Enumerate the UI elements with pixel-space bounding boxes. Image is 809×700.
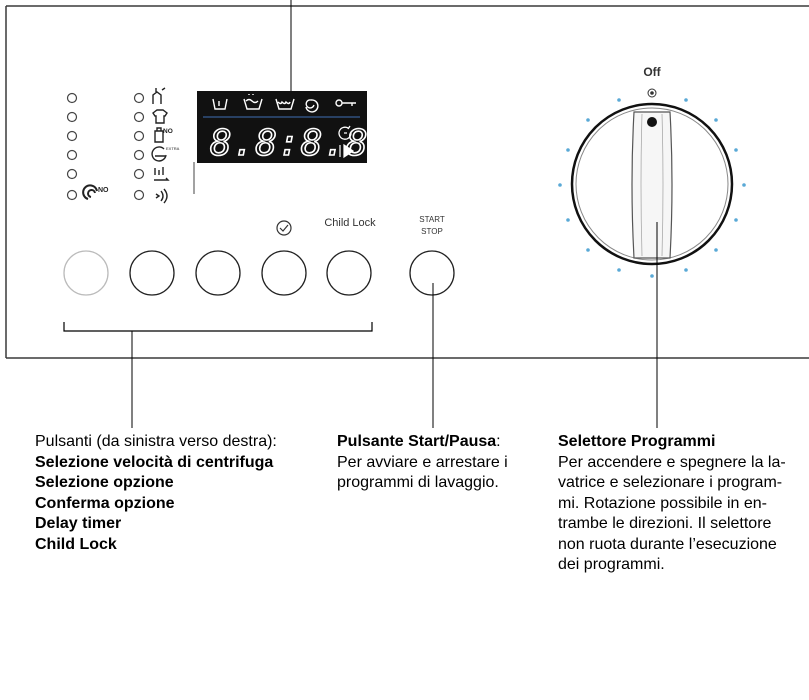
- selector-line: mi. Rotazione possibile in en-: [558, 494, 767, 512]
- temperature-icon: [152, 87, 166, 104]
- led-indicator: [133, 168, 145, 180]
- off-marker-icon: [647, 88, 657, 98]
- wash-icon: [243, 94, 263, 110]
- child-lock-button[interactable]: [326, 250, 372, 296]
- led-column-2: [133, 92, 145, 201]
- buttons-bracket: [63, 322, 373, 332]
- display-digits: 8.8:8.8.: [210, 123, 391, 164]
- start-pause-title-suffix: :: [496, 433, 501, 450]
- spin-icon: [305, 99, 319, 113]
- no-label-icon: NO: [163, 128, 173, 135]
- selector-callout: Selettore Programmi Per accendere e speg…: [558, 432, 786, 576]
- play-icon: [339, 143, 355, 159]
- delay-timer-button[interactable]: [261, 250, 307, 296]
- selector-line: vatrice e selezionare i program-: [558, 474, 783, 491]
- no-label-icon: NO: [98, 187, 109, 194]
- selector-line: dei programmi.: [558, 556, 665, 573]
- led-column-1: [66, 92, 78, 201]
- selector-line: trambe le direzioni. Il selettore: [558, 515, 772, 532]
- buttons-callout-item: Selezione opzione: [35, 474, 174, 491]
- display-status-icons: [338, 125, 352, 140]
- sound-icon: [155, 188, 168, 204]
- start-pause-callout: Pulsante Start/Pausa: Per avviare e arre…: [337, 432, 508, 494]
- buttons-callout-item: Delay timer: [35, 515, 122, 532]
- option-select-button[interactable]: [129, 250, 175, 296]
- selector-line: non ruota durante l’esecuzione: [558, 535, 777, 553]
- selector-title: Selettore Programmi: [558, 433, 716, 450]
- buttons-callout-intro: Pulsanti (da sinistra verso destra):: [35, 433, 277, 450]
- buttons-callout-item: Selezione velocità di centrifuga: [35, 453, 274, 471]
- led-indicator: [133, 130, 145, 142]
- start-pause-title-line: Pulsante Start/Pausa:: [337, 432, 508, 453]
- delay-clock-icon: [276, 220, 292, 236]
- led-indicator: [133, 92, 145, 104]
- led-indicator: [133, 149, 145, 161]
- rinse-icon: [275, 98, 295, 110]
- no-spin-garment-icon: [154, 127, 164, 143]
- key-lock-icon: [335, 99, 356, 107]
- led-indicator: [133, 111, 145, 123]
- led-indicator: [66, 149, 78, 161]
- speed-icon: [154, 167, 170, 181]
- led-indicator: [66, 111, 78, 123]
- led-indicator: [66, 92, 78, 104]
- start-pause-line: Per avviare e arrestare i: [337, 453, 508, 471]
- shirt-icon: [152, 109, 168, 124]
- selector-line: Per accendere e spegnere la la-: [558, 453, 786, 471]
- extra-label-icon: EXTRA: [166, 146, 180, 151]
- spin-speed-button[interactable]: [63, 250, 109, 296]
- dial-indicator-dot: [647, 117, 657, 127]
- start-stop-button[interactable]: [409, 250, 455, 296]
- program-selector-dial[interactable]: [570, 102, 734, 266]
- buttons-callout-item: Conferma opzione: [35, 494, 175, 512]
- panel-outline: [5, 5, 809, 359]
- led-indicator: [133, 189, 145, 201]
- led-indicator: [66, 130, 78, 142]
- buttons-callout-item: Child Lock: [35, 535, 117, 553]
- start-label: START: [419, 215, 445, 224]
- led-indicator: [66, 168, 78, 180]
- display-icons: [212, 94, 356, 113]
- option-confirm-button[interactable]: [195, 250, 241, 296]
- no-spin-icon: [82, 184, 98, 200]
- extra-rinse-icon: [151, 146, 167, 162]
- off-label: Off: [643, 65, 661, 79]
- child-lock-label: Child Lock: [324, 217, 376, 229]
- start-pause-line: programmi di lavaggio.: [337, 474, 499, 491]
- buttons-callout: Pulsanti (da sinistra verso destra): Sel…: [35, 432, 277, 555]
- led-indicator: [66, 189, 78, 201]
- program-dots: [558, 98, 746, 278]
- prewash-icon: [212, 98, 228, 110]
- timer-icon: [338, 125, 352, 140]
- stop-label: STOP: [421, 227, 443, 236]
- start-pause-title: Pulsante Start/Pausa: [337, 433, 497, 450]
